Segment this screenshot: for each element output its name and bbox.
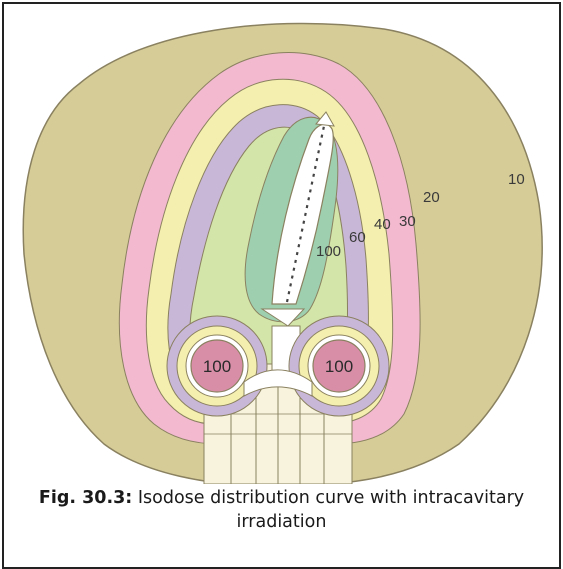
left-ovoid-label: 100 [203,357,231,376]
isodose-label-100: 100 [316,243,341,260]
isodose-label-10: 10 [508,171,525,188]
caption-label: Fig. 30.3: [39,488,132,508]
figure-caption: Fig. 30.3: Isodose distribution curve wi… [4,486,559,534]
isodose-label-20: 20 [423,189,440,206]
isodose-label-40: 40 [374,216,391,233]
right-ovoid-label: 100 [325,357,353,376]
isodose-label-30: 30 [399,213,416,230]
isodose-diagram: 100 100 10 20 30 40 60 100 [4,4,559,484]
caption-text: Isodose distribution curve with intracav… [138,488,524,532]
isodose-label-60: 60 [349,229,366,246]
